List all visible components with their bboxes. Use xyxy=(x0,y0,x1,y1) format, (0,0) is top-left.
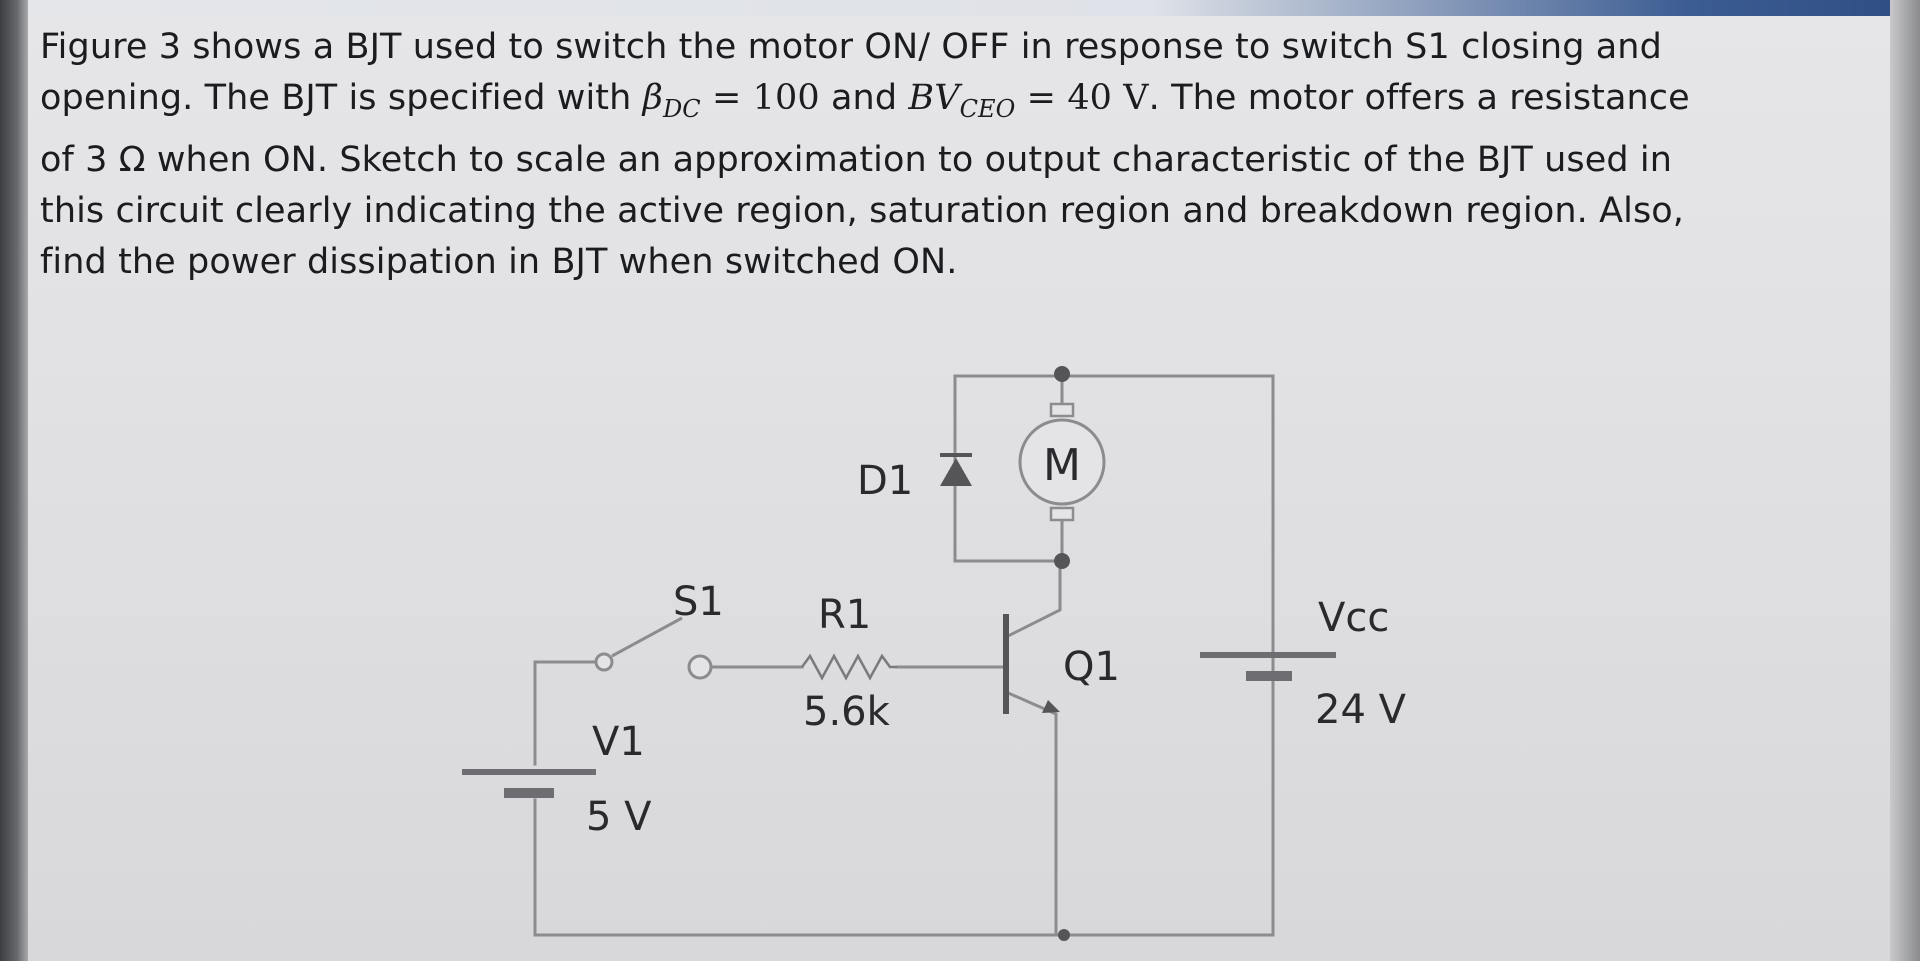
vcc-value: 24 V xyxy=(1315,687,1407,733)
problem-line-4: this circuit clearly indicating the acti… xyxy=(40,191,1685,231)
junction-dot-bottom xyxy=(1058,929,1070,941)
beta-value: = 100 xyxy=(700,78,820,118)
vcc-label: Vcc xyxy=(1318,595,1389,641)
wire-emitter xyxy=(1004,690,1058,937)
switch-icon xyxy=(594,616,713,680)
bv-value: = 40 V xyxy=(1015,78,1149,118)
motor-icon: M xyxy=(1018,402,1106,522)
motor-label: M xyxy=(1043,440,1081,491)
transistor-label: Q1 xyxy=(1063,644,1120,690)
diode-label: D1 xyxy=(857,458,913,504)
bv-symbol: BV xyxy=(908,78,960,118)
beta-subscript: DC xyxy=(662,95,701,123)
wire-v1-top xyxy=(533,660,598,766)
problem-line-2-and: and xyxy=(819,78,909,118)
bv-subscript: CEO xyxy=(959,95,1016,123)
screen-left-edge xyxy=(0,0,28,961)
battery-vcc-icon xyxy=(1200,652,1336,681)
resistor-label: R1 xyxy=(818,592,871,638)
transistor-icon xyxy=(1003,614,1060,714)
problem-line-2-end: . The motor offers a resistance xyxy=(1148,78,1690,118)
resistor-icon xyxy=(800,653,897,681)
problem-line-5: find the power dissipation in BJT when s… xyxy=(40,242,958,282)
junction-dot-top xyxy=(1054,366,1070,382)
v1-label: V1 xyxy=(592,719,645,765)
problem-line-2: opening. The BJT is specified with βDC =… xyxy=(40,73,1860,135)
beta-symbol: β xyxy=(642,78,663,118)
wire-collector xyxy=(1003,561,1062,640)
screen-right-edge xyxy=(1890,0,1920,961)
problem-line-2-start: opening. The BJT is specified with xyxy=(40,78,643,118)
screen-top-bar xyxy=(0,0,1920,16)
problem-line-1: Figure 3 shows a BJT used to switch the … xyxy=(40,27,1662,67)
battery-v1-icon xyxy=(462,769,596,798)
junction-dot-collector xyxy=(1054,553,1070,569)
switch-label: S1 xyxy=(673,579,724,625)
resistor-value: 5.6k xyxy=(803,689,891,735)
problem-line-3: of 3 Ω when ON. Sketch to scale an appro… xyxy=(40,140,1672,180)
wire-diode-loop xyxy=(953,374,1064,563)
diode-icon xyxy=(940,453,972,486)
problem-statement: Figure 3 shows a BJT used to switch the … xyxy=(40,22,1860,288)
v1-value: 5 V xyxy=(586,794,652,840)
wire-top xyxy=(533,374,1275,937)
